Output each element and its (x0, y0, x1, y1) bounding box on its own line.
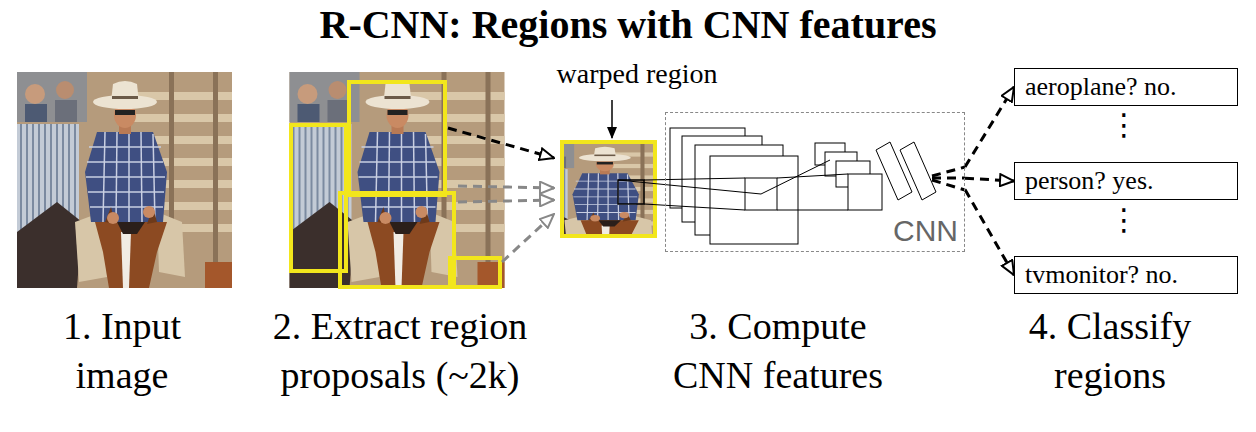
cnn-box: CNN (665, 112, 965, 252)
step-caption: 4. Classify regions (1000, 302, 1220, 401)
conv-layers (670, 128, 798, 244)
input-image (17, 72, 232, 288)
class-label: aeroplane? no. (1025, 71, 1177, 102)
label-slot: 3. Compute CNN features (658, 302, 898, 401)
dashed-arrow (965, 87, 1014, 167)
step-caption: 3. Compute CNN features (658, 302, 898, 401)
proposal-arrows (448, 128, 554, 262)
class-label: person? yes. (1025, 165, 1154, 196)
label-slot: 2. Extract region proposals (~2k) (245, 302, 555, 401)
layer-label: CNN (893, 213, 958, 249)
label-slot: 4. Classify regions (1000, 302, 1220, 401)
warped-frame (562, 142, 655, 236)
class-box: person? yes. (1014, 162, 1238, 200)
fc-outputs (932, 167, 965, 190)
ellipsis-mark: ⋮ (964, 108, 1256, 143)
step-caption: 2. Extract region proposals (~2k) (245, 302, 555, 401)
title-slot: R-CNN: Regions with CNN features (0, 2, 1256, 48)
dashed-arrow (965, 189, 1014, 275)
small-layers (815, 143, 882, 210)
receptive-field (618, 180, 644, 204)
class-box: aeroplane? no. (1014, 68, 1238, 106)
callout-label: warped region (477, 58, 797, 90)
conv-links (618, 178, 761, 210)
ellipsis-mark: ⋮ (964, 203, 1256, 238)
fc-layers (876, 142, 936, 200)
proposal-image (290, 72, 505, 288)
diagram-title: R-CNN: Regions with CNN features (320, 2, 937, 47)
region-proposals (291, 82, 500, 287)
class-box: tvmonitor? no. (1014, 256, 1238, 294)
small-links (761, 160, 848, 210)
label-slot: 1. Input image (32, 302, 212, 401)
label-slot: ⋮ (964, 203, 1256, 238)
step-caption: 1. Input image (32, 302, 212, 401)
label-slot: warped region (477, 58, 797, 90)
label-slot: ⋮ (964, 108, 1256, 143)
class-label: tvmonitor? no. (1025, 259, 1178, 290)
dashed-arrow (965, 178, 1014, 181)
leader-line (611, 100, 613, 138)
